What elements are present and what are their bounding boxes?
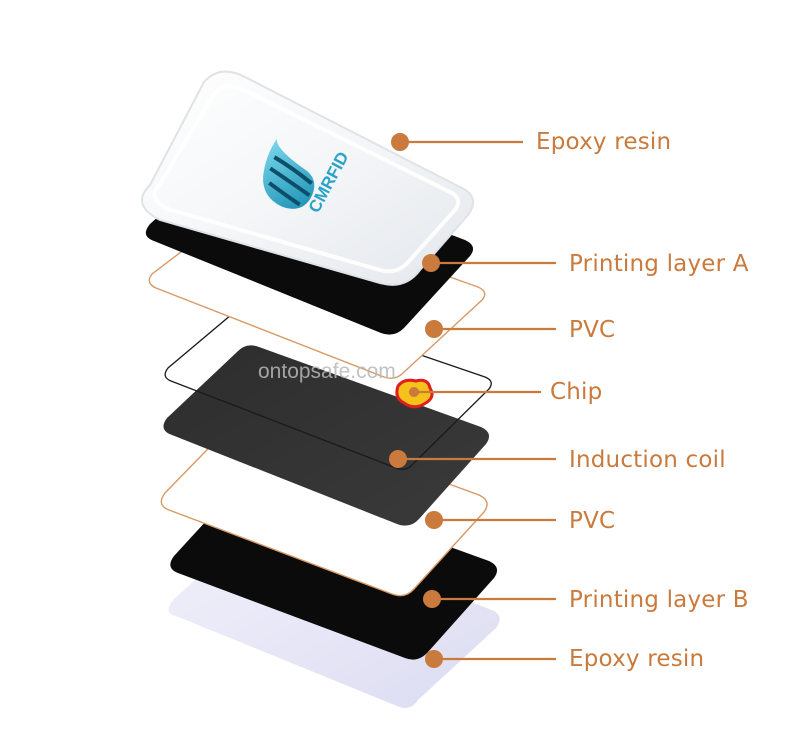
label-printing-layer-b: Printing layer B [569, 587, 749, 613]
label-epoxy-resin-bottom: Epoxy resin [569, 646, 705, 672]
label-epoxy-resin-top: Epoxy resin [536, 129, 672, 155]
leader-dots [389, 133, 443, 668]
water-drop-logo-icon [263, 138, 315, 209]
label-printing-layer-a: Printing layer A [569, 251, 749, 277]
label-induction-coil: Induction coil [569, 447, 726, 473]
label-chip: Chip [550, 379, 603, 405]
label-pvc-top: PVC [569, 317, 616, 343]
induction-coil-layer [163, 345, 490, 526]
label-pvc-bottom: PVC [569, 508, 616, 534]
leader-lines [398, 140, 556, 661]
watermark-text: ontopsafe.com [258, 360, 396, 383]
